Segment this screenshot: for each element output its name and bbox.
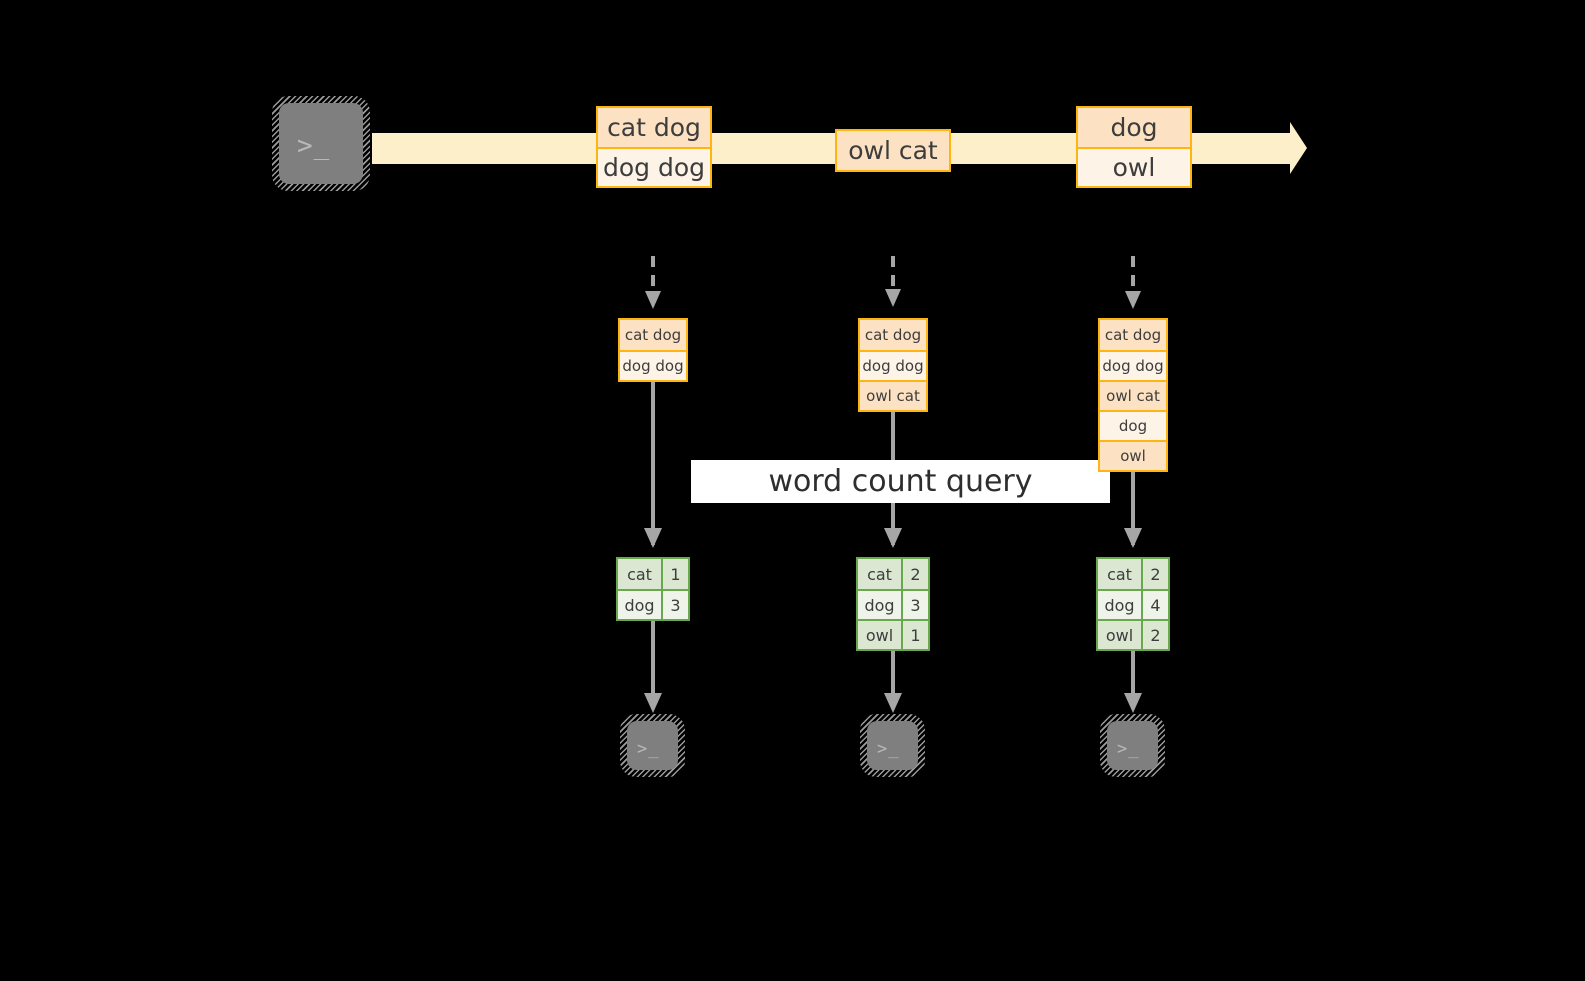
snapshot-3-result-count-cell: 2 [1143,559,1168,589]
snapshot-1-input-box: cat dog dog dog [618,318,688,382]
stream-record-1-line: dog dog [598,147,710,186]
snapshot-1-input-line-text: dog dog [622,357,684,375]
snapshot-2-input-line: cat dog [860,320,926,350]
snapshot-1-result-word-cell: cat [618,559,663,589]
query-connector-1 [651,370,655,545]
sink-connector-1 [651,610,655,705]
stream-record-3: dog owl [1076,106,1192,188]
terminal-body [279,103,363,184]
snapshot-3-result-count-cell: 4 [1143,591,1168,619]
dashed-connector-1-arrowhead [645,291,661,309]
query-connector-3 [1131,460,1135,545]
snapshot-2-result-word-cell: cat [858,559,903,589]
snapshot-2-result-count-cell: 2 [903,559,928,589]
stream-arrow-head [1290,122,1307,174]
stream-record-1-line: cat dog [598,108,710,147]
sink-connector-3-arrowhead [1124,693,1142,713]
query-connector-1-arrowhead [644,528,662,548]
snapshot-2-input-line-text: cat dog [864,326,922,344]
snapshot-3-input-line: cat dog [1100,320,1166,350]
snapshot-2-result-word-cell: dog [858,591,903,619]
dashed-connector-3 [1131,256,1135,294]
snapshot-3-input-line: owl [1100,440,1166,470]
snapshot-3-input-line: dog [1100,410,1166,440]
snapshot-1-result-count-cell: 1 [663,559,688,589]
query-connector-3-arrowhead [1124,528,1142,548]
snapshot-3-input-line-text: dog dog [1102,357,1164,375]
dashed-connector-1 [651,256,655,294]
snapshot-2-input-box: cat dog dog dog owl cat [858,318,928,412]
snapshot-1-sink-terminal-icon: >_ [620,714,685,777]
terminal-body [627,721,678,770]
terminal-prompt-glyph: >_ [637,739,660,759]
snapshot-2-input-line: owl cat [860,380,926,410]
sink-connector-2-arrowhead [884,693,902,713]
snapshot-3-input-box: cat dog dog dog owl cat dog owl [1098,318,1168,472]
snapshot-3-input-line: owl cat [1100,380,1166,410]
sink-connector-1-arrowhead [644,693,662,713]
snapshot-3-result-word-cell: cat [1098,559,1143,589]
snapshot-3-result-word-cell: dog [1098,591,1143,619]
query-connector-2-arrowhead [884,528,902,548]
terminal-body [1107,721,1158,770]
snapshot-2-result-count-cell: 1 [903,621,928,649]
stream-record-2: owl cat [835,129,951,172]
sink-connector-3 [1131,640,1135,705]
terminal-prompt-glyph: >_ [1117,739,1140,759]
terminal-prompt-glyph: >_ [297,131,331,161]
snapshot-1-result-word-cell: dog [618,591,663,619]
snapshot-3-input-line-text: dog [1118,417,1148,435]
snapshot-1-result-count-cell: 3 [663,591,688,619]
snapshot-2-input-line-text: dog dog [862,357,924,375]
snapshot-1-input-line-text: cat dog [624,326,682,344]
query-banner-label: word count query [768,464,1033,499]
terminal-body [867,721,918,770]
snapshot-2-sink-terminal-icon: >_ [860,714,925,777]
snapshot-3-result-word-cell: owl [1098,621,1143,649]
snapshot-1-input-line: cat dog [620,320,686,350]
query-banner: word count query [691,460,1110,503]
stream-record-2-line-text: owl cat [848,136,938,165]
sink-connector-2 [891,640,895,705]
stream-record-3-line: dog [1078,108,1190,147]
snapshot-2-result-word-cell: owl [858,621,903,649]
stream-record-1-line-text: dog dog [602,153,705,182]
stream-record-1-line-text: cat dog [607,113,701,142]
stream-record-3-line: owl [1078,147,1190,186]
stream-record-3-line-text: dog [1110,113,1158,142]
snapshot-3-input-line-text: owl cat [1106,387,1160,405]
stream-record-2-line: owl cat [837,131,949,170]
snapshot-3-input-line-text: owl [1120,447,1146,465]
snapshot-3-result-count-cell: 2 [1143,621,1168,649]
stream-record-3-line-text: owl [1112,153,1156,182]
snapshot-2-input-line-text: owl cat [866,387,920,405]
snapshot-2-input-line: dog dog [860,350,926,380]
stream-record-1: cat dog dog dog [596,106,712,188]
snapshot-2-result-count-cell: 3 [903,591,928,619]
snapshot-3-input-line: dog dog [1100,350,1166,380]
dashed-connector-3-arrowhead [1125,291,1141,309]
dashed-connector-2 [891,256,895,292]
snapshot-1-input-line: dog dog [620,350,686,380]
source-terminal-icon: >_ [272,96,370,191]
snapshot-3-sink-terminal-icon: >_ [1100,714,1165,777]
terminal-prompt-glyph: >_ [877,739,900,759]
snapshot-3-input-line-text: cat dog [1104,326,1162,344]
dashed-connector-2-arrowhead [885,289,901,307]
